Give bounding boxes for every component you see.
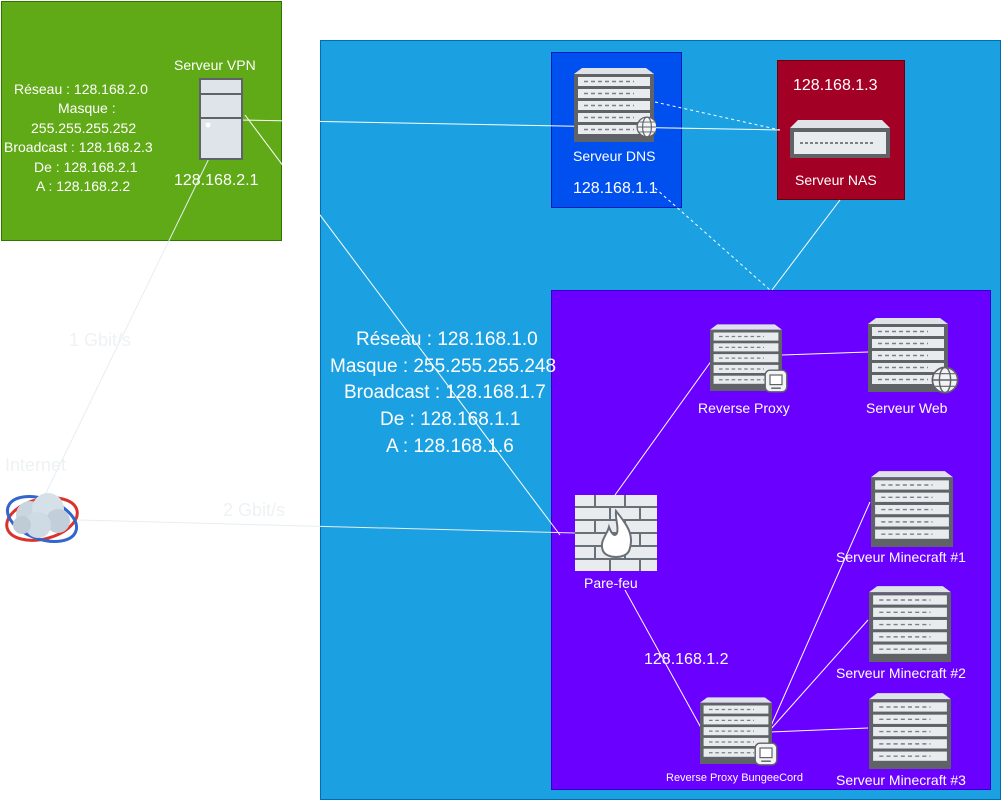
minecraft-server-2-icon[interactable] <box>868 580 952 662</box>
dns-server-icon[interactable] <box>574 62 656 142</box>
bungeecord-proxy-label: Reverse Proxy BungeeCord <box>666 772 803 784</box>
nas-ip: 128.168.1.3 <box>793 77 878 94</box>
minecraft-server-3-icon[interactable] <box>868 687 952 769</box>
vpn-network-line-5: De : 128.168.2.1 <box>34 159 138 175</box>
internet-label: Internet <box>5 455 67 475</box>
firewall-label: Pare-feu <box>584 575 638 591</box>
vpn-network-line-1: Réseau : 128.168.2.0 <box>14 81 148 97</box>
lan-info-line-3: Broadcast : 128.168.1.7 <box>344 382 546 403</box>
link-bungee-mc3 <box>769 727 869 733</box>
vpn-network-line-4: Broadcast : 128.168.2.3 <box>4 139 153 155</box>
vpn-link-speed: 1 Gbit/s <box>69 330 132 350</box>
lan-info-line-2: Masque : 255.255.255.248 <box>330 356 557 377</box>
vpn-network-line-3: 255.255.255.252 <box>31 120 137 136</box>
internet-cloud-icon[interactable] <box>2 485 82 549</box>
vpn-ip: 128.168.2.1 <box>174 172 259 189</box>
link-dns-lan <box>654 187 771 291</box>
nas-label: Serveur NAS <box>795 172 877 188</box>
vpn-title: Serveur VPN <box>174 57 256 73</box>
vpn-server-icon[interactable] <box>199 78 243 160</box>
link-nas-lan <box>771 199 841 291</box>
link-internet-firewall <box>77 519 576 534</box>
nas-server-icon[interactable] <box>790 118 890 162</box>
lan-info-line-4: De : 128.168.1.1 <box>380 409 521 430</box>
link-vpn-nas <box>239 119 781 131</box>
firewall-icon[interactable] <box>575 495 657 571</box>
link-bungee-mc2 <box>769 619 869 731</box>
minecraft-server-3-label: Serveur Minecraft #3 <box>836 772 966 788</box>
link-vpn-firewall <box>244 114 561 536</box>
web-server-label: Serveur Web <box>866 400 948 416</box>
link-proxy-web <box>781 351 869 356</box>
internet-link-speed: 2 Gbit/s <box>223 500 286 520</box>
vpn-network-line-6: A : 128.168.2.2 <box>36 178 131 194</box>
minecraft-server-1-label: Serveur Minecraft #1 <box>836 549 966 565</box>
web-server-icon[interactable] <box>868 312 964 394</box>
minecraft-server-1-icon[interactable] <box>870 465 954 547</box>
lan-info-line-5: A : 128.168.1.6 <box>386 436 514 457</box>
link-firewall-proxy <box>614 359 713 496</box>
reverse-proxy-label: Reverse Proxy <box>698 400 790 416</box>
reverse-proxy-server-icon[interactable] <box>710 315 792 395</box>
link-firewall-bungee <box>624 589 706 736</box>
link-dns-nas <box>654 101 781 131</box>
vpn-network-line-2: Masque : <box>58 100 116 116</box>
dns-ip: 128.168.1.1 <box>573 180 658 197</box>
link-internet-vpn <box>44 139 219 496</box>
minecraft-server-2-label: Serveur Minecraft #2 <box>836 665 966 681</box>
lan-info-line-1: Réseau : 128.168.1.0 <box>356 329 538 350</box>
dns-label: Serveur DNS <box>573 148 656 164</box>
firewall-ip: 128.168.1.2 <box>644 651 729 668</box>
bungeecord-proxy-server-icon[interactable] <box>700 690 782 768</box>
link-bungee-mc1 <box>769 501 871 729</box>
